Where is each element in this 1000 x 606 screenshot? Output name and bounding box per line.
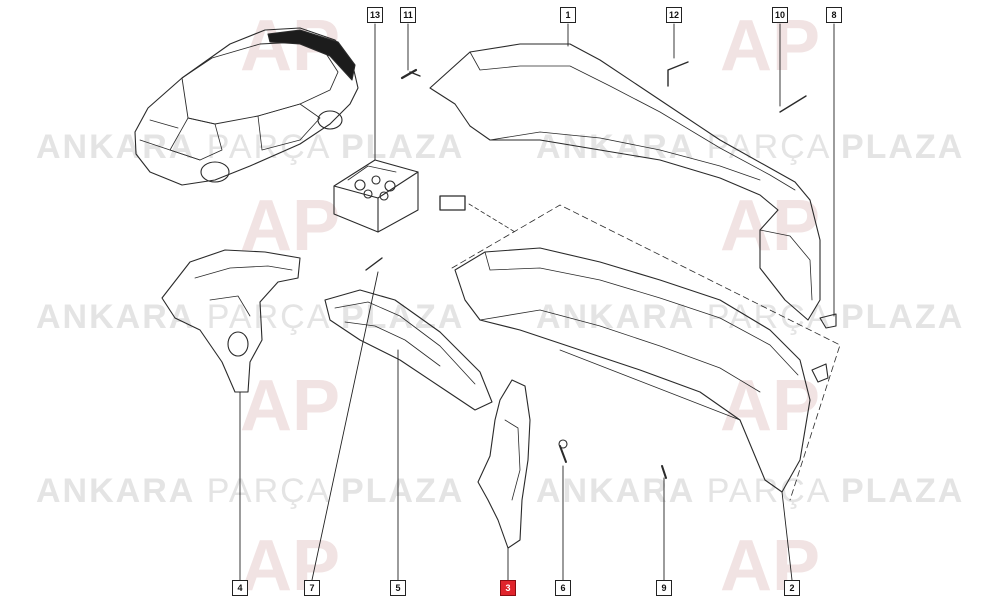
impact-absorber [324,289,493,411]
watermark-logo: AP [240,186,341,266]
watermark-logo: AP [240,366,341,446]
callout-2[interactable]: 2 [784,580,800,596]
callout-1[interactable]: 1 [560,7,576,23]
watermark-text: ANKARA PARÇA PLAZA [36,128,465,166]
left-mounting-bracket [161,249,301,393]
watermark-logo: AP [720,526,821,606]
callout-10[interactable]: 10 [772,7,788,23]
watermark-text: ANKARA PARÇA PLAZA [536,472,965,510]
callout-12[interactable]: 12 [666,7,682,23]
fasteners [365,61,837,479]
callout-4[interactable]: 4 [232,580,248,596]
car-overview-illustration [134,27,359,186]
watermark-text: ANKARA PARÇA PLAZA [536,298,965,336]
callout-6[interactable]: 6 [555,580,571,596]
leader-lines [239,23,835,581]
callout-8[interactable]: 8 [826,7,842,23]
watermark-logo: AP [720,186,821,266]
callout-7[interactable]: 7 [304,580,320,596]
assembly-guide [451,204,841,501]
callout-3-highlighted[interactable]: 3 [500,580,516,596]
upper-bumper-cover [429,43,821,321]
leader-line [468,203,516,233]
callout-5[interactable]: 5 [390,580,406,596]
side-bracket [477,379,531,549]
callout-13[interactable]: 13 [367,7,383,23]
clip-kit-box [333,159,419,233]
watermark-text: ANKARA PARÇA PLAZA [536,128,965,166]
watermark-logo: AP [720,6,821,86]
lower-bumper [454,247,811,493]
gasket-bracket [439,195,466,211]
watermark-logo: AP [720,366,821,446]
watermark-text: ANKARA PARÇA PLAZA [36,472,465,510]
callout-9[interactable]: 9 [656,580,672,596]
callout-11[interactable]: 11 [400,7,416,23]
watermark-logo: AP [240,526,341,606]
